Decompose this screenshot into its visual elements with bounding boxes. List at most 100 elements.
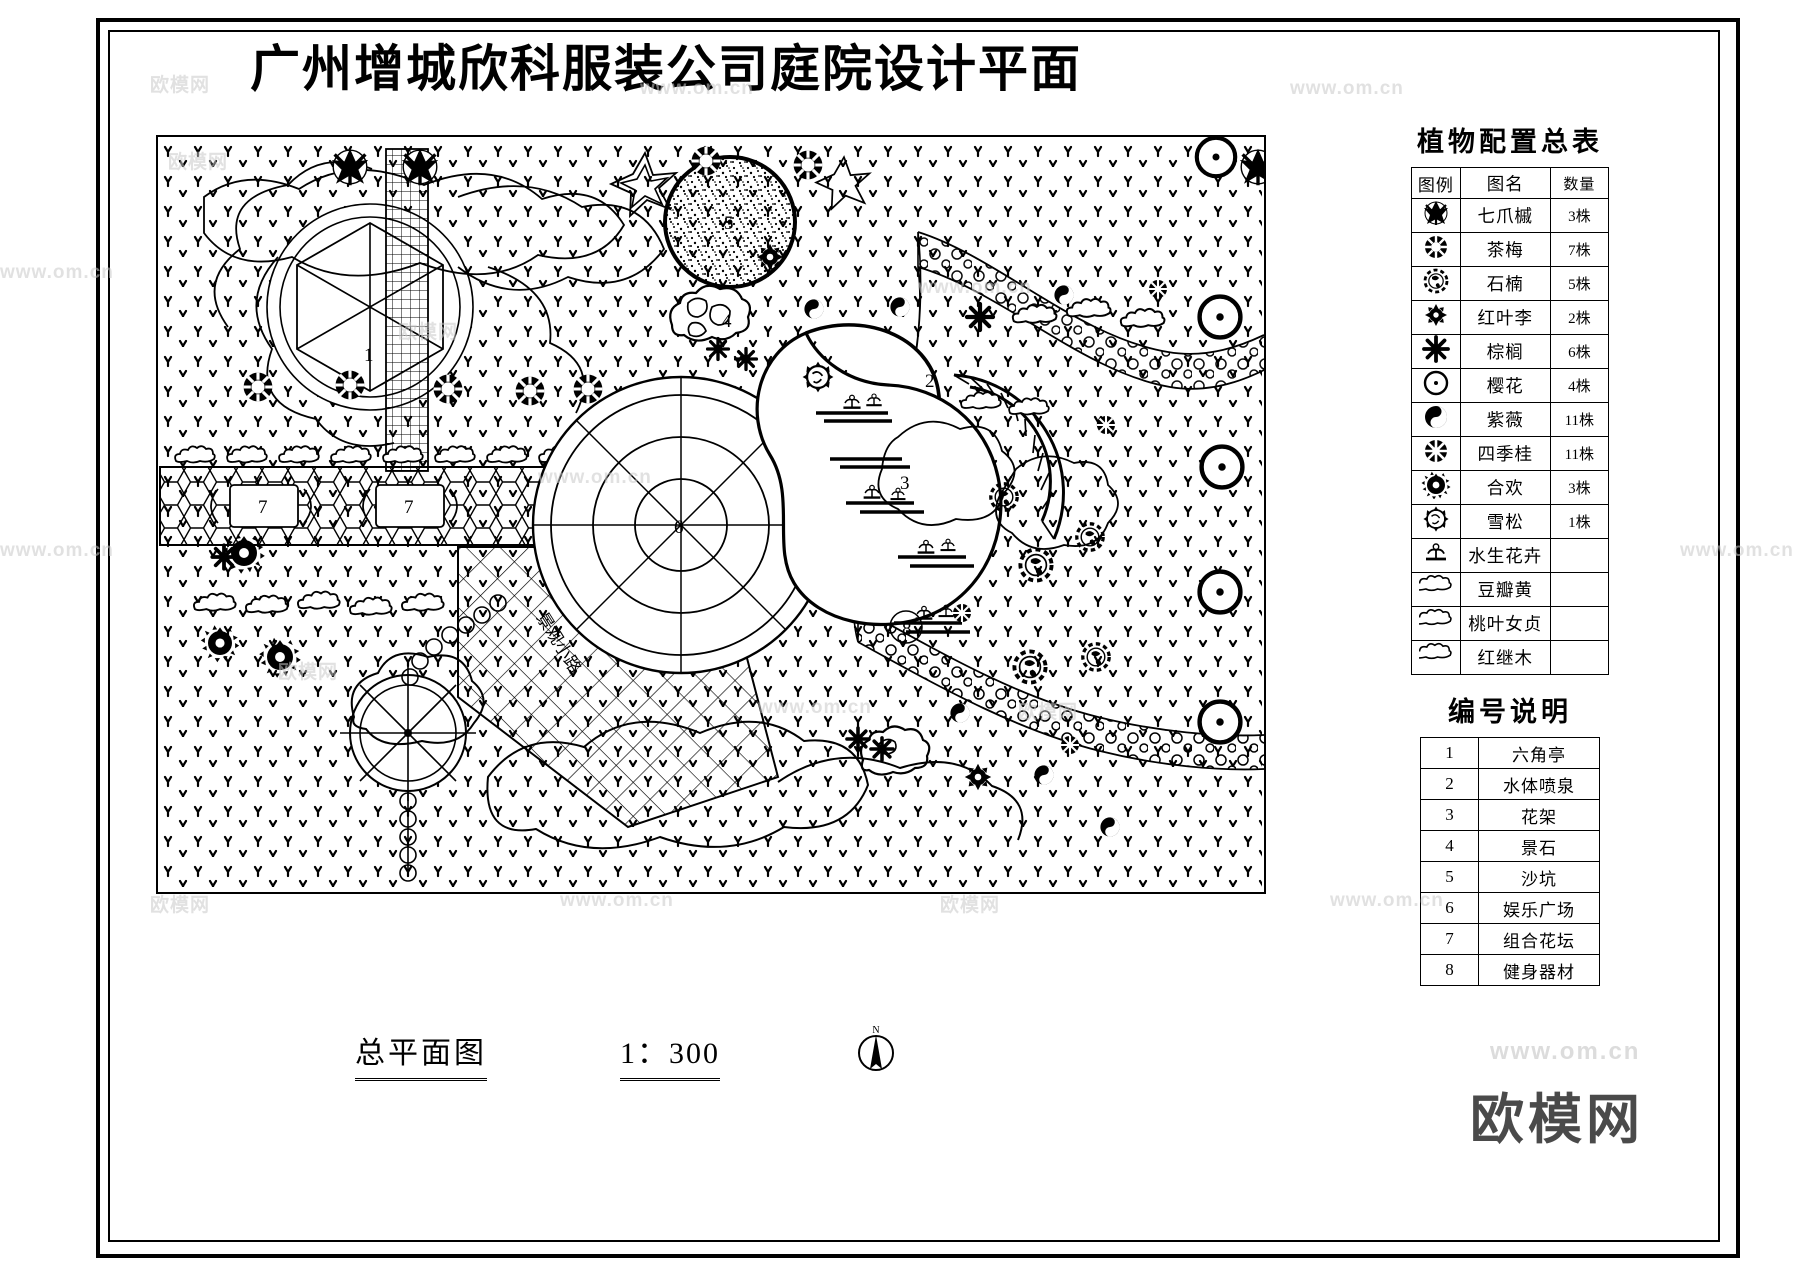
plant-quantity: 2株 [1549, 300, 1610, 335]
plant-name: 豆瓣黄 [1459, 572, 1551, 607]
plant-quantity: 1株 [1549, 504, 1610, 539]
legend-label: 沙坑 [1478, 861, 1600, 893]
legend-label: 娱乐广场 [1478, 892, 1600, 924]
svg-text:5: 5 [724, 213, 734, 234]
plant-quantity: 3株 [1549, 470, 1610, 505]
plant-quantity: 5株 [1549, 266, 1610, 301]
site-logo: 欧模网 [1470, 1090, 1644, 1150]
plant-quantity [1549, 606, 1610, 641]
plant-name: 合欢 [1459, 470, 1551, 505]
plant-name: 紫薇 [1459, 402, 1551, 437]
plant-name: 雪松 [1459, 504, 1551, 539]
plant-quantity: 6株 [1549, 334, 1610, 369]
plant-quantity: 4株 [1549, 368, 1610, 403]
plant-table-row: 红继木 [1411, 640, 1610, 675]
svg-text:7: 7 [404, 497, 414, 518]
plant-quantity [1549, 572, 1610, 607]
plant-name: 茶梅 [1459, 232, 1551, 267]
legend-label: 景石 [1478, 830, 1600, 862]
svg-text:4: 4 [722, 311, 732, 332]
svg-text:6: 6 [674, 517, 684, 538]
seven-claw-maple-symbol [1411, 198, 1461, 233]
plant-col-symbol: 图例 [1411, 167, 1461, 199]
plan-number-labels: 1 2 3 4 5 6 7 7 8 [258, 213, 935, 640]
page-title: 广州增城欣科服装公司庭院设计平面 [250, 41, 1082, 97]
legend-number: 4 [1419, 830, 1480, 862]
plant-table-heading: 植物配置总表 [1417, 127, 1603, 157]
legend-label: 花架 [1478, 799, 1600, 831]
plant-table-row: 豆瓣黄 [1411, 572, 1610, 607]
svg-text:N: N [872, 1025, 879, 1036]
red-leaf-plum-symbol [1411, 300, 1461, 335]
legend-number: 2 [1419, 768, 1480, 800]
shrub-hedge-symbol [1411, 640, 1461, 675]
shrub-hedge-symbol [1411, 572, 1461, 607]
plant-name: 七爪槭 [1459, 198, 1551, 233]
sheet-outer-border [96, 18, 1740, 1258]
plant-name: 樱花 [1459, 368, 1551, 403]
number-table-heading: 编号说明 [1448, 697, 1572, 727]
plant-name: 水生花卉 [1459, 538, 1551, 573]
legend-label: 组合花坛 [1478, 923, 1600, 955]
plant-name: 红继木 [1459, 640, 1551, 675]
plant-name: 石楠 [1459, 266, 1551, 301]
camellia-sasanqua-symbol [1411, 232, 1461, 267]
plant-table-header-row: 图例 图名 数量 [1411, 167, 1610, 199]
plant-table-row: 桃叶女贞 [1411, 606, 1610, 641]
svg-text:2: 2 [925, 371, 935, 392]
legend-number: 1 [1419, 737, 1480, 769]
legend-number: 5 [1419, 861, 1480, 893]
legend-number: 3 [1419, 799, 1480, 831]
watermark-url-brand: www.om.cn [1490, 1038, 1641, 1065]
palm-symbol [1411, 334, 1461, 369]
legend-label: 健身器材 [1478, 954, 1600, 986]
plant-quantity: 11株 [1549, 402, 1610, 437]
north-arrow-icon: N [855, 1022, 897, 1074]
plant-quantity [1549, 538, 1610, 573]
svg-text:1: 1 [364, 345, 374, 366]
legend-number: 8 [1419, 954, 1480, 986]
scale-label: 1：300 [620, 1028, 720, 1081]
plant-name: 桃叶女贞 [1459, 606, 1551, 641]
site-plan-drawing[interactable]: 景观小路 [156, 135, 1266, 894]
albizia-symbol [1411, 470, 1461, 505]
plant-quantity: 3株 [1549, 198, 1610, 233]
crape-myrtle-symbol [1411, 402, 1461, 437]
svg-text:3: 3 [900, 473, 910, 494]
plant-quantity [1549, 640, 1610, 675]
shrub-hedge-symbol [1411, 606, 1461, 641]
plant-quantity: 11株 [1549, 436, 1610, 471]
photinia-symbol [1411, 266, 1461, 301]
svg-text:7: 7 [258, 497, 268, 518]
plan-vector: 景观小路 [158, 137, 1264, 892]
plant-name: 棕榈 [1459, 334, 1551, 369]
svg-text:8: 8 [902, 619, 912, 640]
cedar-symbol [1411, 504, 1461, 539]
legend-number: 6 [1419, 892, 1480, 924]
plant-col-qty: 数量 [1549, 167, 1610, 199]
legend-label: 水体喷泉 [1478, 768, 1600, 800]
legend-number: 7 [1419, 923, 1480, 955]
sheet-inner-border [108, 30, 1720, 1242]
